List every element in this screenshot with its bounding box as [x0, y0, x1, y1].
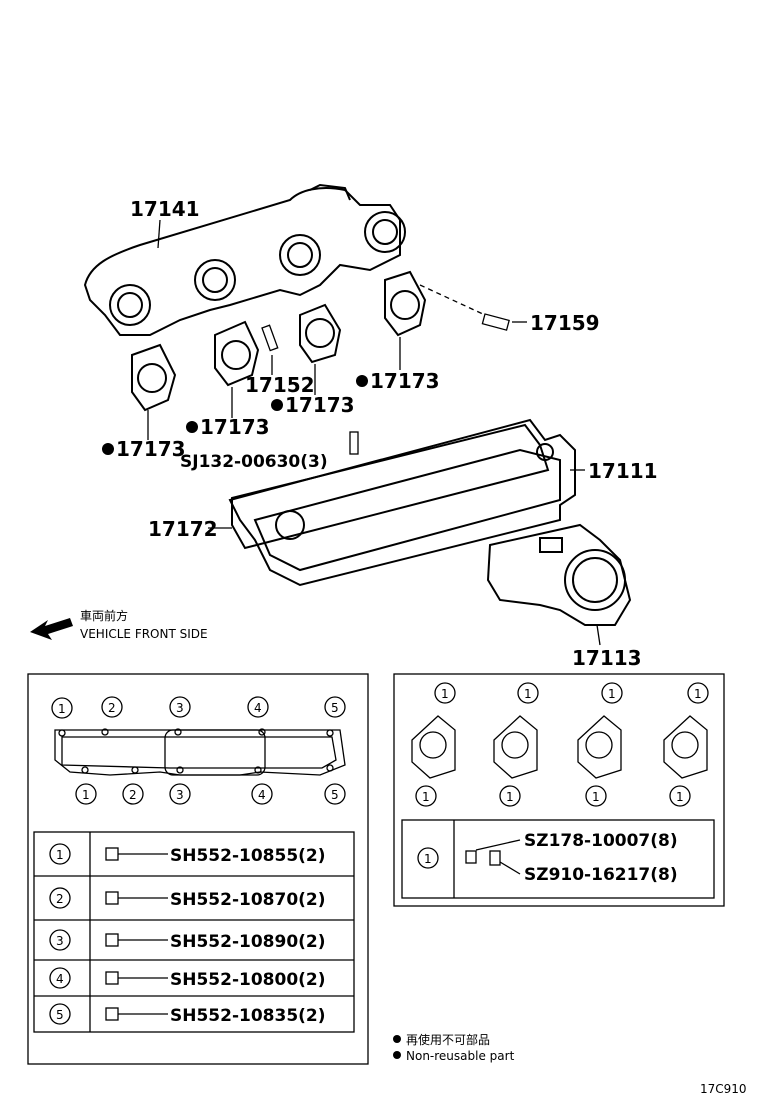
svg-text:1: 1	[58, 702, 66, 716]
bolt-icon	[105, 891, 119, 905]
callout-17173-a: 17173	[370, 369, 440, 393]
legend-box-right	[393, 673, 725, 907]
nut-icon	[465, 850, 477, 864]
non-reusable-marker	[393, 1051, 401, 1059]
callout-17173-b: 17173	[285, 393, 355, 417]
callout-17173-c: 17173	[200, 415, 270, 439]
callout-17152: 17152	[245, 373, 315, 397]
svg-text:5: 5	[331, 701, 339, 715]
flange-markers-top: 1 1 1 1	[434, 682, 709, 704]
table-row: 4 SH552-10800(2)	[49, 967, 326, 990]
non-reusable-marker	[356, 375, 368, 387]
gasket-markers-bottom: 1 2 3 4 5	[75, 783, 346, 805]
svg-text:1: 1	[506, 790, 514, 804]
svg-text:1: 1	[82, 788, 90, 802]
svg-text:SZ178-10007(8): SZ178-10007(8)	[524, 831, 678, 851]
svg-text:1: 1	[608, 687, 616, 701]
callout-17113: 17113	[572, 646, 642, 670]
exhaust-gasket	[299, 303, 342, 364]
svg-text:1: 1	[676, 790, 684, 804]
svg-text:1: 1	[694, 687, 702, 701]
exhaust-gasket	[384, 270, 427, 337]
exhaust-gasket	[214, 320, 260, 387]
svg-text:1: 1	[424, 852, 432, 866]
bolt-icon	[105, 1007, 119, 1021]
gasket-markers-top: 1 2 3 4 5	[51, 696, 346, 719]
stud-17152	[261, 324, 279, 352]
svg-text:2: 2	[56, 892, 64, 906]
svg-text:4: 4	[254, 701, 262, 715]
washer-icon	[489, 850, 501, 866]
non-reusable-marker	[186, 421, 198, 433]
svg-text:SH552-10835(2): SH552-10835(2)	[170, 1006, 326, 1026]
svg-text:5: 5	[331, 788, 339, 802]
note-jp: 再使用不可部品	[406, 1032, 490, 1047]
non-reusable-marker	[102, 443, 114, 455]
svg-text:SZ910-16217(8): SZ910-16217(8)	[524, 865, 678, 885]
bolt-icon	[105, 847, 119, 861]
svg-text:SH552-10800(2): SH552-10800(2)	[170, 970, 326, 990]
svg-text:SH552-10890(2): SH552-10890(2)	[170, 932, 326, 952]
exhaust-manifold	[83, 183, 406, 336]
note-en: Non-reusable part	[406, 1049, 515, 1063]
callout-17173-d: 17173	[116, 437, 186, 461]
svg-text:5: 5	[56, 1008, 64, 1022]
svg-text:1: 1	[441, 687, 449, 701]
legend-box-left	[27, 673, 369, 1065]
table-row: 2 SH552-10870(2)	[49, 887, 326, 910]
svg-text:SH552-10855(2): SH552-10855(2)	[170, 846, 326, 866]
svg-text:1: 1	[592, 790, 600, 804]
non-reusable-marker	[393, 1035, 401, 1043]
exhaust-gasket	[131, 343, 177, 412]
svg-text:1: 1	[524, 687, 532, 701]
svg-text:2: 2	[129, 788, 137, 802]
exhaust-outlet-17113	[486, 523, 632, 626]
callout-17172: 17172	[148, 517, 218, 541]
flange-diagrams	[411, 715, 708, 779]
flange-markers-bottom: 1 1 1 1	[415, 785, 691, 807]
svg-text:4: 4	[56, 972, 64, 986]
bolt-table	[33, 831, 355, 1033]
gasket-17172	[231, 423, 550, 550]
callout-17159: 17159	[530, 311, 600, 335]
table-row: 3 SH552-10890(2)	[49, 929, 326, 952]
heat-insulator-17111	[228, 418, 576, 587]
svg-text:3: 3	[56, 934, 64, 948]
svg-text:3: 3	[176, 701, 184, 715]
svg-text:SH552-10870(2): SH552-10870(2)	[170, 890, 326, 910]
svg-text:1: 1	[422, 790, 430, 804]
bolt-icon	[105, 933, 119, 947]
svg-text:1: 1	[56, 848, 64, 862]
nut-table: 1 SZ178-10007(8) SZ910-16217(8)	[401, 819, 715, 899]
orientation-en: VEHICLE FRONT SIDE	[80, 627, 208, 641]
svg-text:3: 3	[176, 788, 184, 802]
table-row: 5 SH552-10835(2)	[49, 1003, 326, 1026]
bolt-icon	[105, 971, 119, 985]
non-reusable-marker	[271, 399, 283, 411]
callout-17111: 17111	[588, 459, 658, 483]
vehicle-front-arrow-icon	[30, 618, 73, 640]
bolt-sj132	[349, 431, 359, 455]
svg-text:4: 4	[258, 788, 266, 802]
figure-id: 17C910	[700, 1082, 747, 1096]
callout-sj132: SJ132-00630(3)	[180, 452, 328, 472]
stud-17159	[419, 284, 527, 331]
orientation-jp: 車両前方	[80, 608, 128, 623]
callout-17141: 17141	[130, 197, 200, 221]
svg-text:2: 2	[108, 701, 116, 715]
gasket-outline	[54, 728, 346, 776]
table-row: 1 SH552-10855(2)	[49, 843, 326, 866]
